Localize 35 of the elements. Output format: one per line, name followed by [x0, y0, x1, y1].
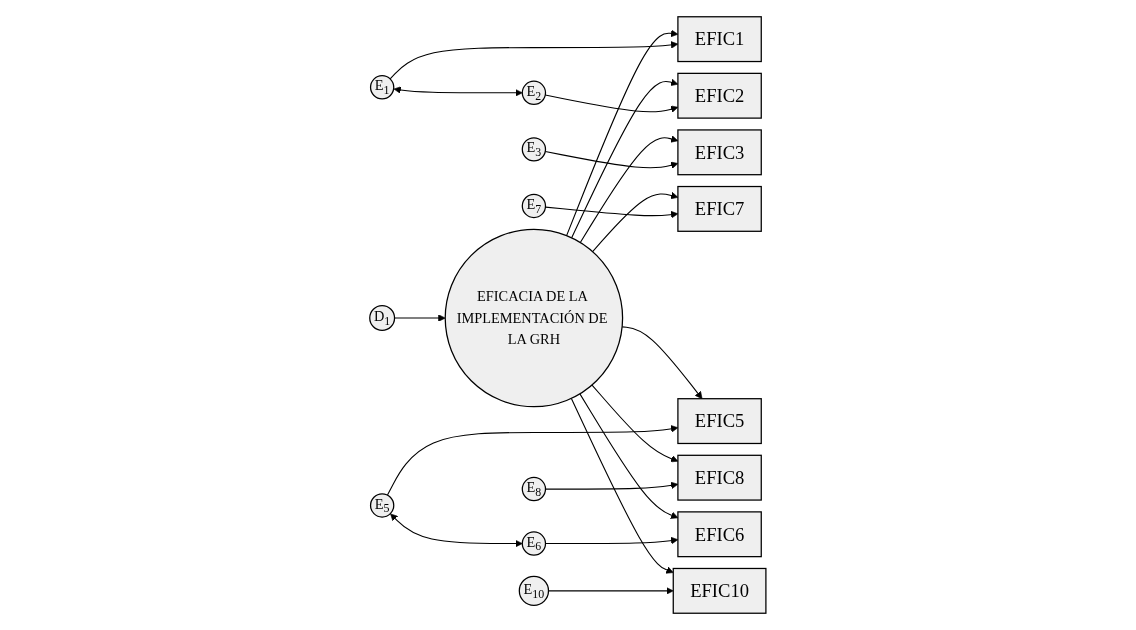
node-circle: E$_{10}$ [518, 575, 550, 607]
node-box: EFIC7 [677, 185, 763, 232]
arrow [579, 393, 679, 519]
node-circle: E$_{5}$ [370, 493, 395, 518]
node-circle: E$_{1}$ [370, 75, 395, 100]
node-circle: D$_{1}$ [369, 305, 396, 332]
node-box: EFIC1 [677, 16, 763, 63]
node-box: EFIC6 [677, 511, 763, 558]
arrow [394, 314, 446, 322]
node-circle: EFICACIA DE LA IMPLEMENTACIÓN DE LA GRH [444, 228, 624, 408]
arrow [545, 206, 679, 219]
arrow [621, 326, 703, 400]
arrow [579, 135, 679, 244]
node-circle: E$_{6}$ [521, 531, 547, 556]
node-circle: E$_{2}$ [521, 80, 547, 105]
node-circle: E$_{7}$ [521, 193, 547, 219]
node-circle: E$_{8}$ [521, 476, 547, 502]
node-box: EFIC2 [677, 72, 763, 119]
arrow [591, 384, 679, 463]
arrow [571, 397, 674, 574]
arrow [545, 536, 679, 545]
node-box: EFIC5 [677, 398, 763, 445]
arrow [545, 481, 679, 490]
arrow [389, 41, 679, 80]
node-box: EFIC3 [677, 129, 763, 176]
arrow [387, 425, 679, 496]
node-circle: E$_{3}$ [521, 137, 547, 162]
node-box: EFIC10 [672, 567, 767, 614]
arrow [566, 29, 679, 237]
arrow [592, 191, 679, 253]
arrow [548, 587, 674, 595]
arrow [393, 86, 523, 97]
node-box: EFIC8 [677, 454, 763, 501]
arrow [390, 513, 523, 548]
arrow [571, 78, 679, 239]
